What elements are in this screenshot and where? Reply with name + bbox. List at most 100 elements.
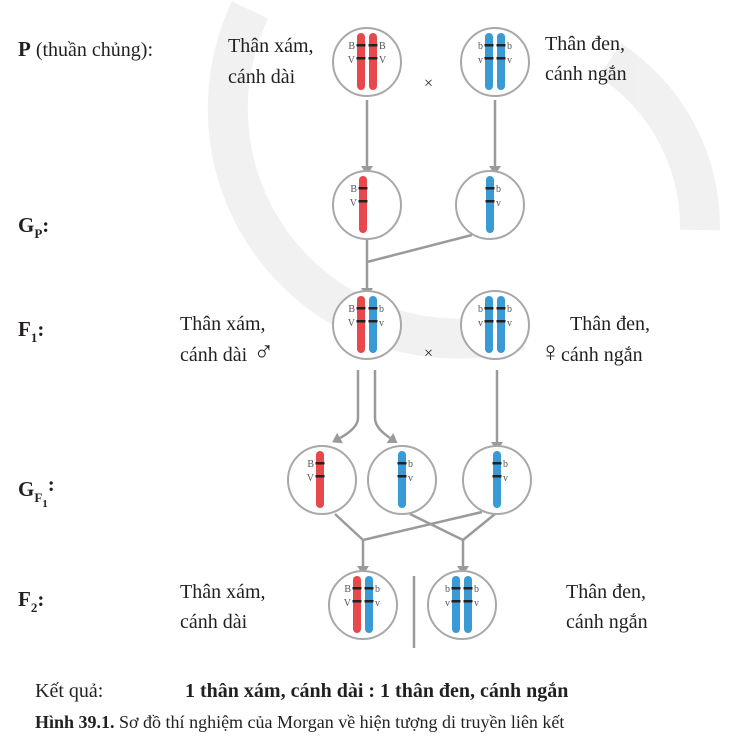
allele-label: b: [507, 304, 512, 315]
chromosome-recessive: [486, 176, 494, 233]
gene-locus-band: [368, 57, 378, 60]
f2-left-phenotype-line1: Thân xám,: [180, 581, 266, 603]
allele-label: V: [348, 55, 356, 66]
chromosome-recessive: [497, 33, 505, 90]
gene-locus-band: [496, 320, 506, 323]
gene-locus-band: [352, 600, 362, 603]
gene-locus-band: [364, 600, 374, 603]
gene-locus-band: [356, 320, 366, 323]
allele-label: B: [350, 184, 357, 195]
arrow-line: [362, 510, 483, 542]
allele-label: b: [503, 459, 508, 470]
allele-label: B: [379, 41, 386, 52]
chromosome-dominant: [357, 33, 365, 90]
gene-locus-band: [485, 187, 495, 190]
chromosome-dominant: [316, 451, 324, 508]
chromosome-recessive: [398, 451, 406, 508]
allele-label: B: [348, 304, 355, 315]
gf1-label: GF1:: [18, 472, 55, 510]
f1-right-phenotype-line2: ♀cánh ngắn: [540, 337, 643, 368]
allele-label: v: [507, 318, 512, 329]
gene-locus-band: [358, 200, 368, 203]
gf1-gamete-BV: BV: [287, 445, 357, 515]
chromosome-dominant: [369, 33, 377, 90]
arrow-line: [462, 513, 496, 541]
f1-right-phenotype-line1: Thân đen,: [570, 313, 650, 335]
cell-circle: [427, 570, 497, 640]
cell-circle: [460, 290, 530, 360]
f1-left-phenotype-line2: cánh dài♂: [180, 337, 274, 368]
allele-label: v: [503, 473, 508, 484]
allele-label: b: [478, 41, 483, 52]
p-right-phenotype-line1: Thân đen,: [545, 33, 625, 55]
cell-circle: [460, 27, 530, 97]
gene-locus-band: [484, 307, 494, 310]
chromosome-recessive: [365, 576, 373, 633]
allele-label: V: [379, 55, 387, 66]
chromosome-recessive: [464, 576, 472, 633]
gene-locus-band: [397, 462, 407, 465]
chromosome-recessive: [485, 33, 493, 90]
gene-locus-band: [463, 600, 473, 603]
chromosome-dominant: [359, 176, 367, 233]
figure-caption: Hình 39.1. Sơ đồ thí nghiệm của Morgan v…: [35, 712, 564, 732]
allele-label: v: [478, 55, 483, 66]
gf1-gamete-bv-male: bv: [367, 445, 437, 515]
gf1-gamete-bv-female: bv: [462, 445, 532, 515]
gene-locus-band: [484, 57, 494, 60]
gene-locus-band: [315, 475, 325, 478]
gene-locus-band: [397, 475, 407, 478]
chromosome-recessive: [493, 451, 501, 508]
result-label: Kết quả:: [35, 680, 103, 702]
gene-locus-band: [356, 307, 366, 310]
gene-locus-band: [358, 187, 368, 190]
gene-locus-band: [451, 587, 461, 590]
arrowhead-icon: [386, 433, 398, 443]
chromosome-recessive: [497, 296, 505, 353]
p-left-phenotype-line2: cánh dài: [228, 66, 296, 88]
allele-label: V: [307, 473, 315, 484]
allele-label: b: [375, 584, 380, 595]
gene-locus-band: [492, 462, 502, 465]
allele-label: b: [496, 184, 501, 195]
gene-locus-band: [451, 600, 461, 603]
allele-label: v: [379, 318, 384, 329]
gene-locus-band: [352, 587, 362, 590]
allele-label: b: [379, 304, 384, 315]
allele-label: b: [478, 304, 483, 315]
result-value: 1 thân xám, cánh dài : 1 thân đen, cánh …: [185, 680, 568, 702]
gene-locus-band: [368, 44, 378, 47]
f1-label: F1:: [18, 317, 44, 345]
cell-circle: [328, 570, 398, 640]
gene-locus-band: [368, 320, 378, 323]
gene-locus-band: [496, 307, 506, 310]
gene-locus-band: [496, 57, 506, 60]
allele-label: b: [408, 459, 413, 470]
allele-label: v: [496, 198, 501, 209]
cell-circle: [332, 290, 402, 360]
arrow-line: [366, 233, 473, 264]
allele-label: V: [344, 598, 352, 609]
allele-label: b: [474, 584, 479, 595]
allele-label: B: [348, 41, 355, 52]
gene-locus-band: [492, 475, 502, 478]
arrow-line: [373, 370, 391, 440]
f1-left-phenotype-line1: Thân xám,: [180, 313, 266, 335]
gene-locus-band: [484, 320, 494, 323]
allele-label: B: [344, 584, 351, 595]
p-right-phenotype-line2: cánh ngắn: [545, 63, 627, 85]
gene-locus-band: [356, 44, 366, 47]
p-cross-symbol: ×: [424, 75, 433, 92]
gp-label: GP:: [18, 213, 49, 241]
allele-label: b: [507, 41, 512, 52]
p-left-phenotype-line1: Thân xám,: [228, 35, 314, 57]
chromosome-recessive: [452, 576, 460, 633]
male-symbol-icon: ♂: [253, 337, 274, 368]
chromosome-recessive: [369, 296, 377, 353]
